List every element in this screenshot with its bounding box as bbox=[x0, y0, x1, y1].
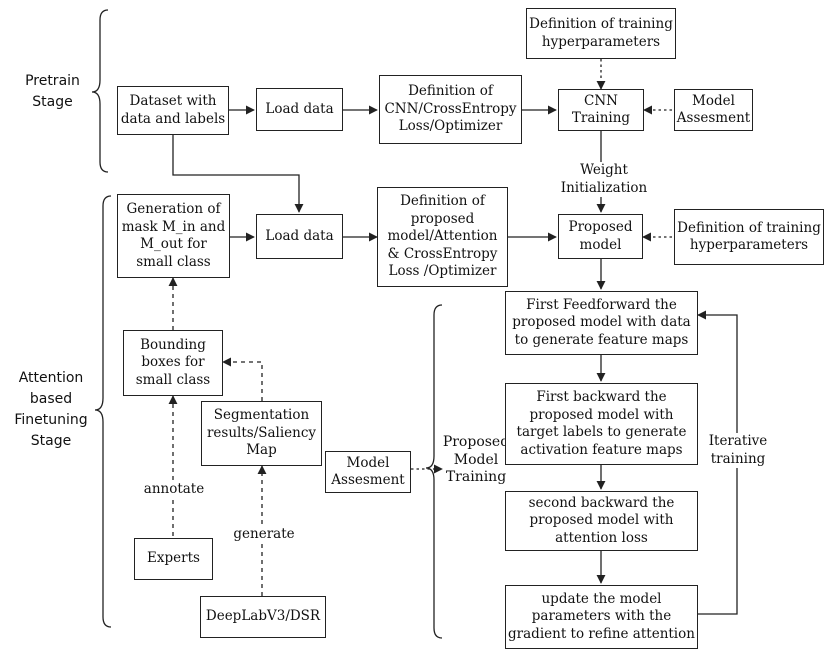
annotate-label: annotate bbox=[139, 481, 209, 499]
training-hyperparameters-top-box: Definition of training hyperparameters bbox=[526, 8, 676, 59]
load-data-top-box: Load data bbox=[256, 88, 343, 131]
arrow-seg-to-bounding bbox=[222, 357, 263, 401]
update-parameters-box: update the model parameters with the gra… bbox=[505, 585, 698, 649]
weight-initialization-label: Weight Initialization bbox=[533, 162, 675, 197]
generate-mask-box: Generation of mask M_in and M_out for sm… bbox=[117, 194, 230, 278]
load-data-mid-box: Load data bbox=[256, 214, 343, 259]
pretrain-stage-label: Pretrain Stage bbox=[25, 73, 80, 110]
segmentation-results-box: Segmentation results/Saliency Map bbox=[201, 401, 322, 466]
deeplab-box: DeepLabV3/DSR bbox=[200, 596, 326, 638]
proposed-model-box: Proposed model bbox=[558, 214, 643, 259]
iterative-training-label: Iterative training bbox=[700, 433, 776, 468]
dataset-box: Dataset with data and labels bbox=[117, 86, 229, 135]
finetune-brace bbox=[94, 195, 112, 628]
arrow-dataset-to-loadmid bbox=[172, 135, 304, 213]
experts-box: Experts bbox=[134, 538, 213, 580]
first-backward-box: First backward the proposed model with t… bbox=[505, 383, 698, 465]
define-cnn-box: Definition of CNN/CrossEntropy Loss/Opti… bbox=[379, 75, 522, 144]
bounding-boxes-box: Bounding boxes for small class bbox=[123, 330, 223, 396]
model-assessment-bottom-box: Model Assesment bbox=[325, 451, 411, 493]
second-backward-box: second backward the proposed model with … bbox=[505, 491, 698, 551]
first-feedforward-box: First Feedforward the proposed model wit… bbox=[505, 291, 698, 355]
finetune-stage-label: Attention based Finetuning Stage bbox=[14, 370, 88, 449]
generate-label: generate bbox=[230, 526, 298, 544]
proposed-training-brace bbox=[425, 304, 443, 639]
define-proposed-model-box: Definition of proposed model/Attention &… bbox=[377, 187, 508, 287]
cnn-training-box: CNN Training bbox=[558, 89, 644, 131]
training-hyperparameters-right-box: Definition of training hyperparameters bbox=[674, 209, 824, 265]
pretrain-brace bbox=[91, 9, 109, 173]
model-assessment-top-box: Model Assesment bbox=[674, 89, 753, 131]
proposed-training-label: Proposed Model Training bbox=[442, 434, 510, 485]
